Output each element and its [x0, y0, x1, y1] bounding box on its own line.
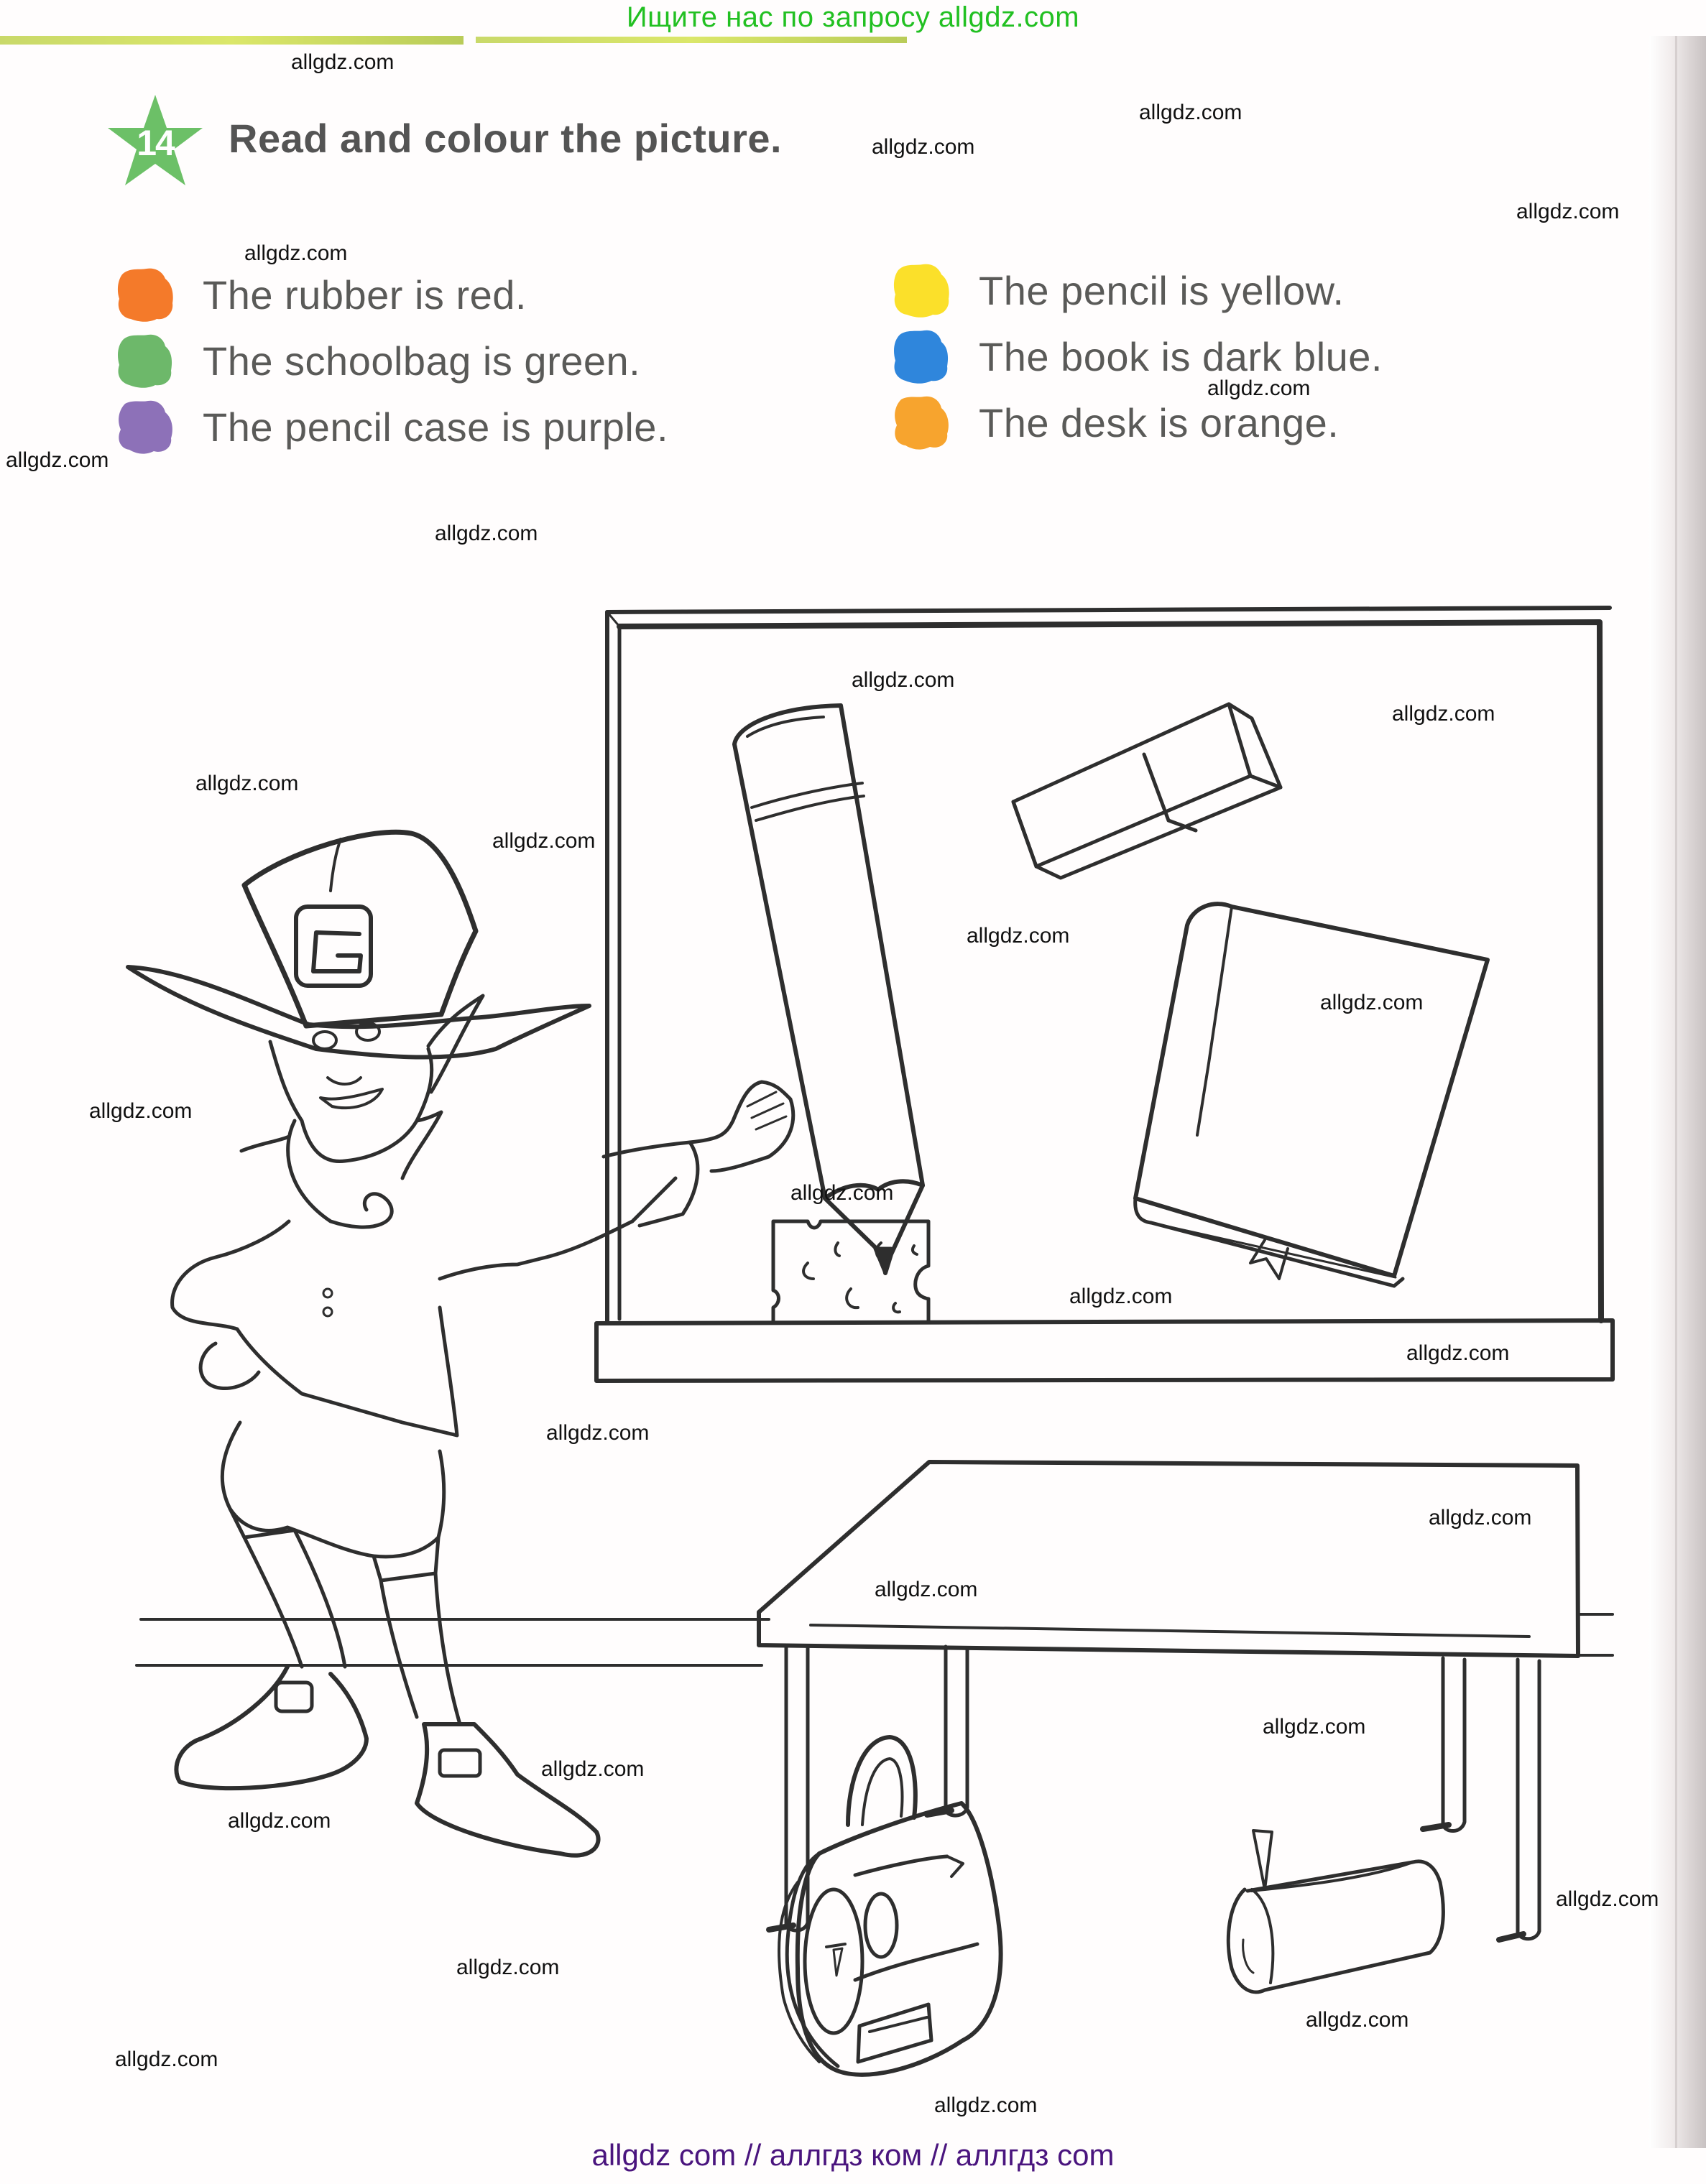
watermark[interactable]: allgdz.com — [492, 829, 596, 853]
colour-swatch-blue — [894, 330, 949, 384]
key-item-pencil: The pencil is yellow. — [891, 262, 1345, 319]
pencil-case[interactable] — [1226, 1829, 1445, 1994]
exercise-title: Read and colour the picture. — [229, 116, 783, 161]
watermark[interactable]: allgdz.com — [195, 772, 299, 795]
watermark[interactable]: allgdz.com — [852, 668, 955, 692]
key-item-pencil-case: The pencil case is purple. — [115, 398, 668, 455]
watermark[interactable]: allgdz.com — [1392, 702, 1495, 726]
watermark[interactable]: allgdz.com — [228, 1809, 331, 1833]
watermark[interactable]: allgdz.com — [546, 1421, 650, 1445]
watermark[interactable]: allgdz.com — [790, 1181, 894, 1205]
wall-lines — [135, 1613, 1614, 1667]
watermark[interactable]: allgdz.com — [541, 1757, 645, 1781]
leprechaun[interactable] — [126, 829, 796, 1858]
watermark[interactable]: allgdz.com — [6, 448, 109, 472]
footer-links[interactable]: allgdz com // аллгдз ком // аллгдз com — [591, 2138, 1115, 2172]
key-text: The schoolbag is green. — [203, 338, 641, 384]
key-text: The rubber is red. — [203, 272, 527, 318]
key-text: The book is dark blue. — [979, 333, 1383, 379]
exercise-number: 14 — [137, 123, 175, 163]
watermark[interactable]: allgdz.com — [967, 924, 1070, 948]
key-item-rubber: The rubber is red. — [115, 266, 527, 323]
book-spine-shadow — [1649, 36, 1706, 2148]
watermark[interactable]: allgdz.com — [435, 522, 538, 545]
key-item-desk: The desk is orange. — [891, 394, 1339, 451]
rubber[interactable] — [1011, 702, 1283, 880]
top-banner: Ищите нас по запросу allgdz.com — [0, 0, 1706, 34]
watermark[interactable]: allgdz.com — [1320, 991, 1424, 1014]
watermark[interactable]: allgdz.com — [89, 1099, 193, 1123]
colour-swatch-green — [118, 334, 172, 388]
watermark[interactable]: allgdz.com — [115, 2048, 218, 2071]
watermark[interactable]: allgdz.com — [934, 2093, 1038, 2117]
key-item-book: The book is dark blue. — [891, 328, 1383, 385]
watermark[interactable]: allgdz.com — [872, 135, 975, 159]
header-bar-right — [476, 37, 907, 43]
schoolbag[interactable] — [778, 1735, 1003, 2077]
watermark[interactable]: allgdz.com — [1306, 2008, 1409, 2032]
sponge[interactable] — [771, 1219, 931, 1324]
watermark[interactable]: allgdz.com — [1556, 1887, 1659, 1911]
key-text: The pencil case is purple. — [203, 404, 669, 450]
watermark[interactable]: allgdz.com — [1207, 376, 1311, 400]
watermark[interactable]: allgdz.com — [244, 241, 348, 265]
colour-swatch-purple — [119, 400, 172, 454]
banner-text[interactable]: Ищите нас по запросу allgdz.com — [626, 1, 1080, 33]
header-bar-left — [0, 36, 464, 45]
watermark[interactable]: allgdz.com — [456, 1956, 560, 1979]
colour-swatch-orange — [895, 396, 949, 450]
pencil[interactable] — [732, 703, 925, 1275]
watermark[interactable]: allgdz.com — [1516, 200, 1620, 223]
watermark[interactable]: allgdz.com — [1429, 1506, 1532, 1530]
board[interactable] — [594, 606, 1615, 1383]
colour-swatch-orange-red — [117, 268, 173, 322]
colour-swatch-yellow — [893, 264, 949, 318]
key-text: The desk is orange. — [979, 399, 1340, 445]
watermark[interactable]: allgdz.com — [1406, 1341, 1510, 1365]
watermark[interactable]: allgdz.com — [875, 1578, 978, 1601]
page-edge — [1675, 36, 1677, 2148]
watermark[interactable]: allgdz.com — [1069, 1285, 1173, 1308]
key-text: The pencil is yellow. — [979, 267, 1345, 313]
key-item-schoolbag: The schoolbag is green. — [115, 332, 640, 389]
watermark[interactable]: allgdz.com — [291, 50, 395, 74]
star-icon — [108, 95, 203, 185]
watermark[interactable]: allgdz.com — [1263, 1715, 1366, 1739]
watermark[interactable]: allgdz.com — [1139, 101, 1242, 124]
book[interactable] — [1133, 902, 1490, 1288]
